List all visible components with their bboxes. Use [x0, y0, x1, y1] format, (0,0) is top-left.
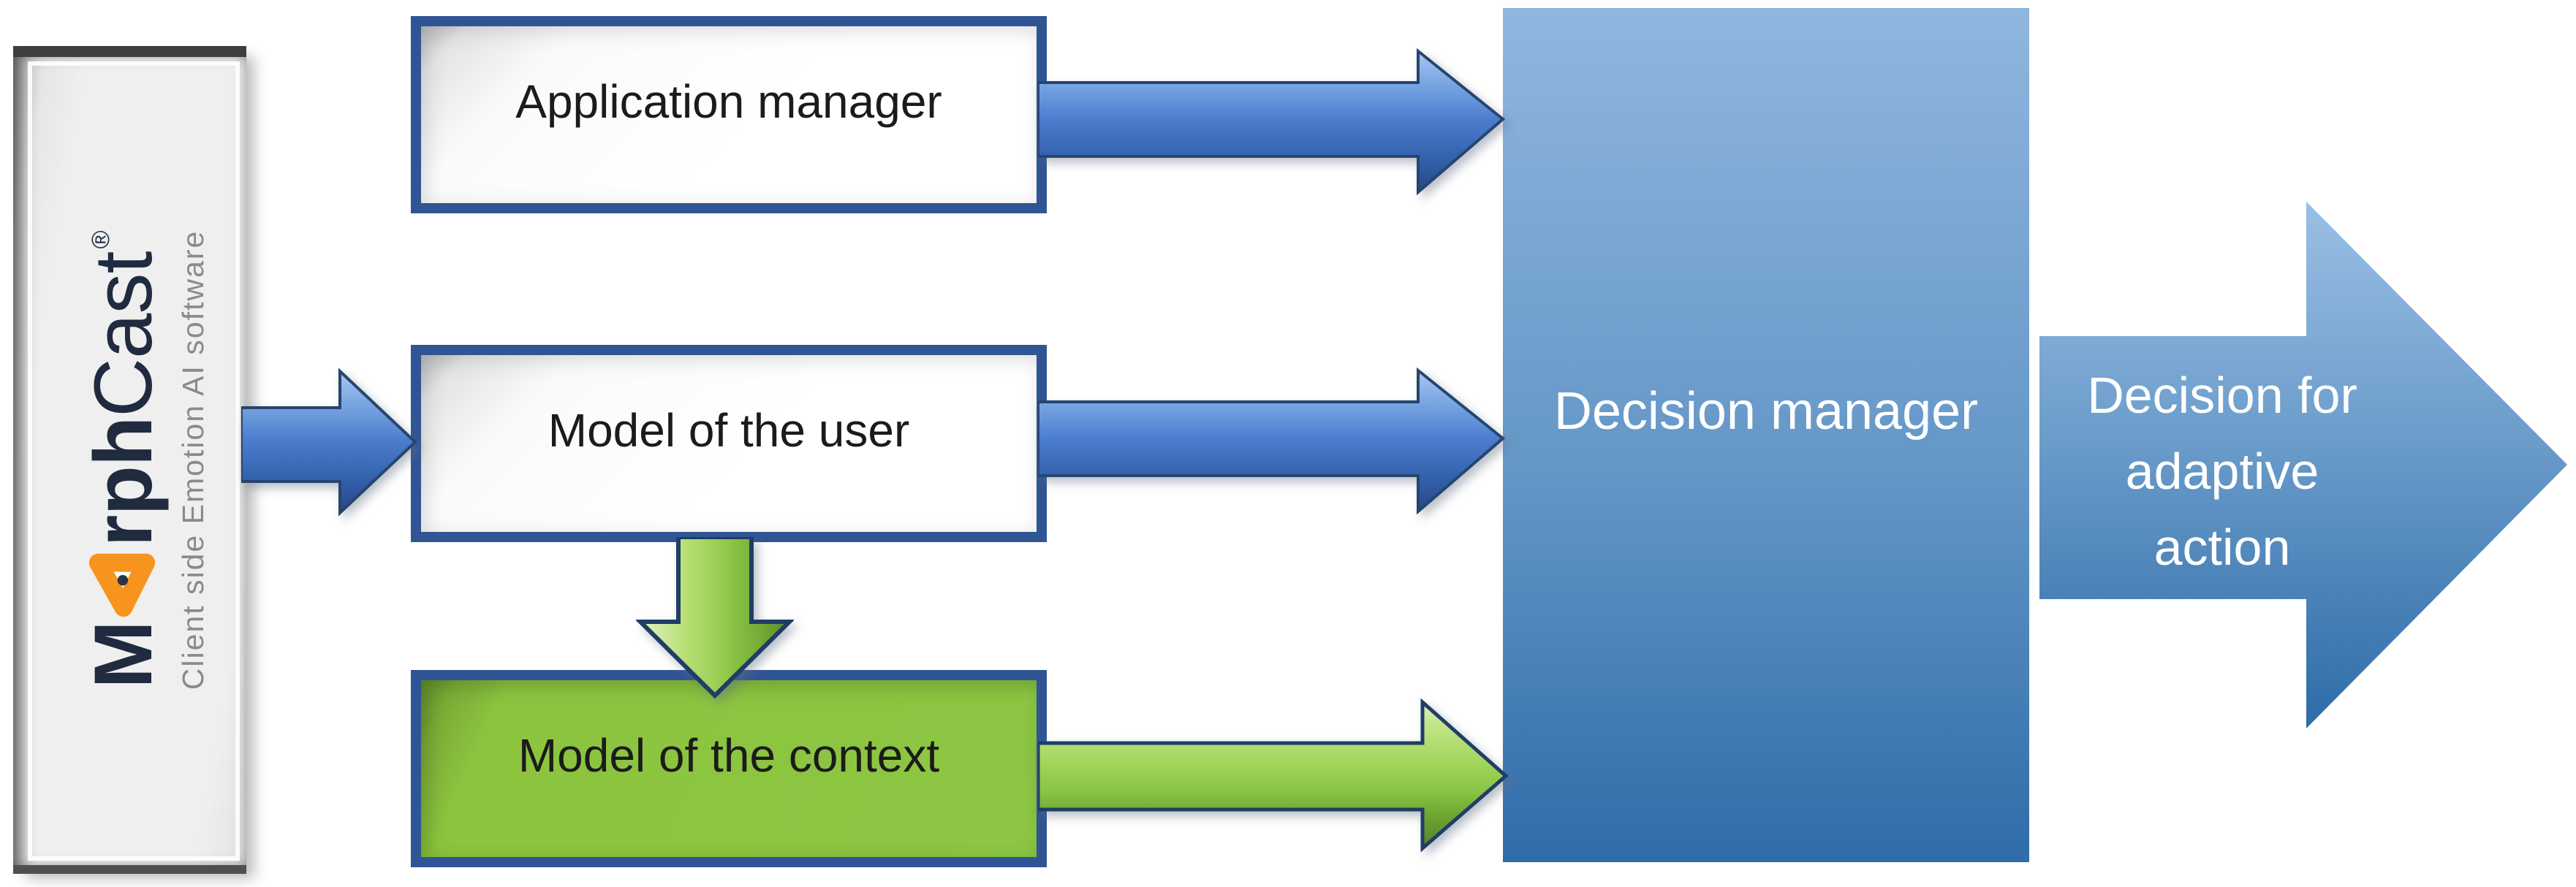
brand-rph: rph	[77, 416, 169, 547]
brand-cast: Cast	[77, 251, 169, 417]
model-of-context-label: Model of the context	[518, 729, 940, 782]
box-decision-manager: Decision manager	[1503, 8, 2029, 862]
arrow-application-to-decision	[1038, 47, 1506, 195]
arrow-user-model-to-context	[636, 537, 794, 699]
box-application-manager: Application manager	[411, 16, 1047, 213]
morphcast-o-icon	[88, 553, 155, 617]
model-of-user-label: Model of the user	[548, 404, 910, 457]
decision-action-line2: adaptive	[2125, 443, 2319, 500]
decision-manager-label: Decision manager	[1553, 381, 1979, 441]
decision-action-line3: action	[2153, 519, 2291, 576]
application-manager-label: Application manager	[515, 75, 942, 128]
arrow-user-model-to-decision	[1038, 367, 1506, 514]
morphcast-panel	[13, 46, 246, 874]
box-model-of-user: Model of the user	[411, 345, 1047, 542]
decision-action-line1: Decision for	[2087, 367, 2357, 424]
arrow-morphcast-to-user-model	[241, 368, 417, 517]
brand-m: M	[77, 621, 169, 689]
big-arrow-decision-output	[2039, 202, 2567, 728]
registered-mark: ®	[86, 231, 115, 249]
arrow-context-to-decision	[1038, 698, 1509, 853]
logo-subtitle: Client side Emotion AI software	[175, 229, 210, 690]
morphcast-logo: MrphCast ® Client side Emotion AI softwar…	[13, 46, 246, 874]
box-model-of-context: Model of the context	[411, 670, 1047, 867]
morphcast-wordmark: MrphCast ®	[77, 231, 169, 688]
decision-action-label: Decision for adaptive action	[2039, 357, 2405, 585]
